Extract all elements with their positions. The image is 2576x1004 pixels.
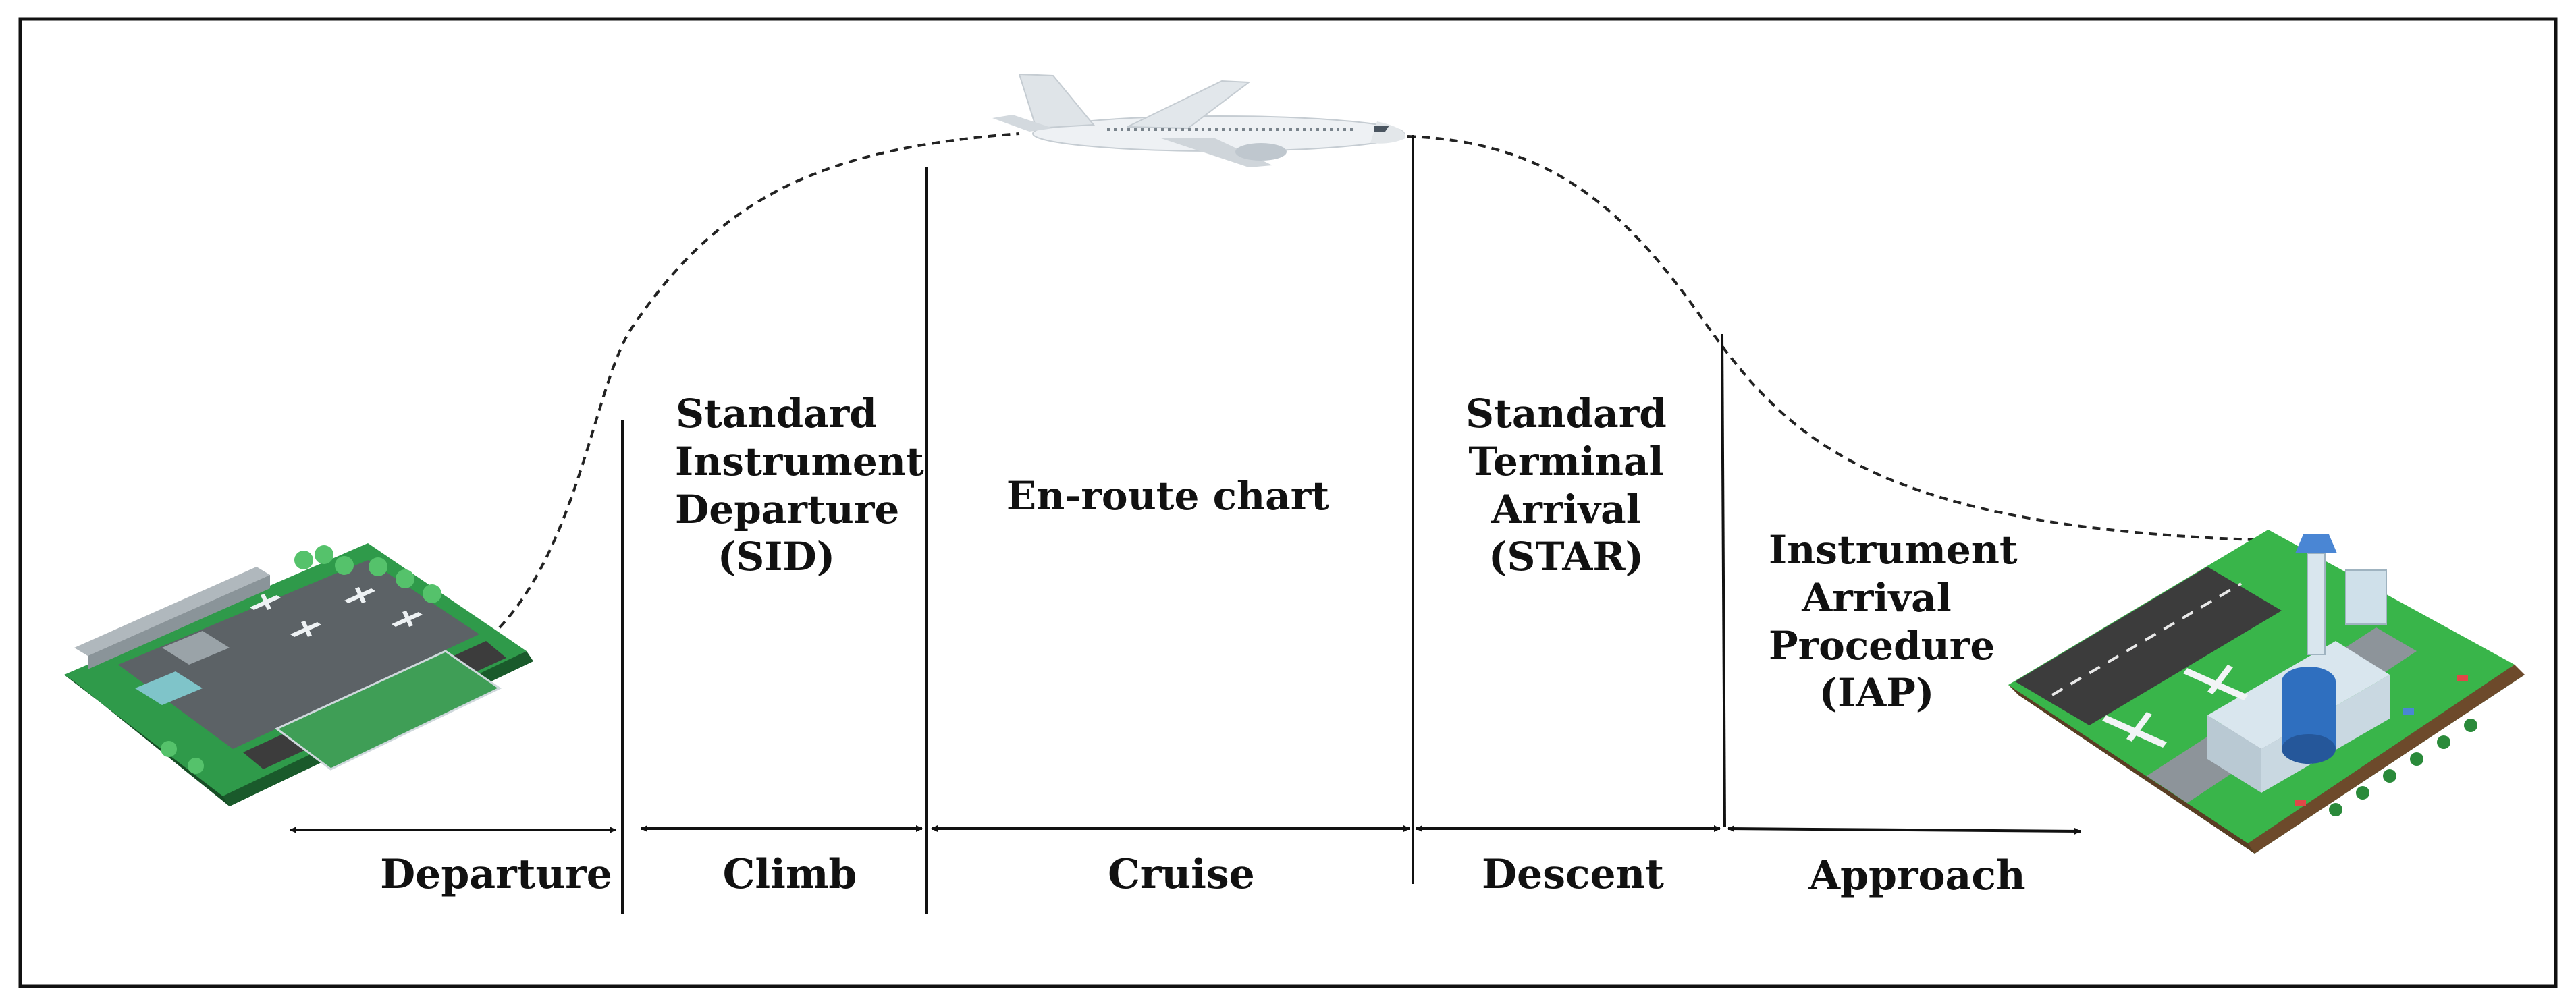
flight-path-curve (488, 132, 2255, 639)
label-sid-line-2: Instrument (675, 438, 924, 484)
label-star-line-3: Arrival (1491, 486, 1641, 532)
divider-descent-approach (1721, 333, 1726, 827)
label-sid: Standard Instrument Departure (SID) (675, 390, 924, 581)
label-sid-line-4: (SID) (717, 534, 836, 580)
phase-label-departure: Departure (380, 851, 612, 898)
label-iap-line-2: Arrival (1802, 574, 1952, 621)
label-star-line-2: Terminal (1468, 438, 1664, 484)
phase-label-cruise: Cruise (1108, 851, 1255, 898)
label-enroute-line-1: En-route chart (1006, 473, 1330, 519)
diagram-frame (18, 17, 2558, 988)
departure-airport-icon (64, 543, 533, 806)
arrow-approach (1727, 825, 2081, 835)
label-sid-line-3: Departure (675, 486, 900, 532)
phase-label-climb: Climb (722, 851, 857, 898)
arrival-airport-icon (2008, 530, 2525, 854)
phase-label-descent: Descent (1481, 851, 1665, 898)
phase-label-approach: Approach (1808, 852, 2026, 899)
label-iap-line-1: Instrument (1769, 527, 2018, 573)
label-star: Standard Terminal Arrival (STAR) (1465, 390, 1667, 581)
label-sid-line-1: Standard (676, 391, 877, 437)
label-enroute-chart: En-route chart (999, 472, 1337, 520)
label-iap-line-4: (IAP) (1819, 670, 1935, 717)
label-star-line-4: (STAR) (1488, 534, 1644, 580)
label-iap-line-3: Procedure (1769, 622, 1995, 669)
aircraft-icon (992, 73, 1406, 167)
label-iap: Instrument Arrival Procedure (IAP) (1769, 526, 2018, 717)
label-star-line-1: Standard (1466, 391, 1667, 437)
